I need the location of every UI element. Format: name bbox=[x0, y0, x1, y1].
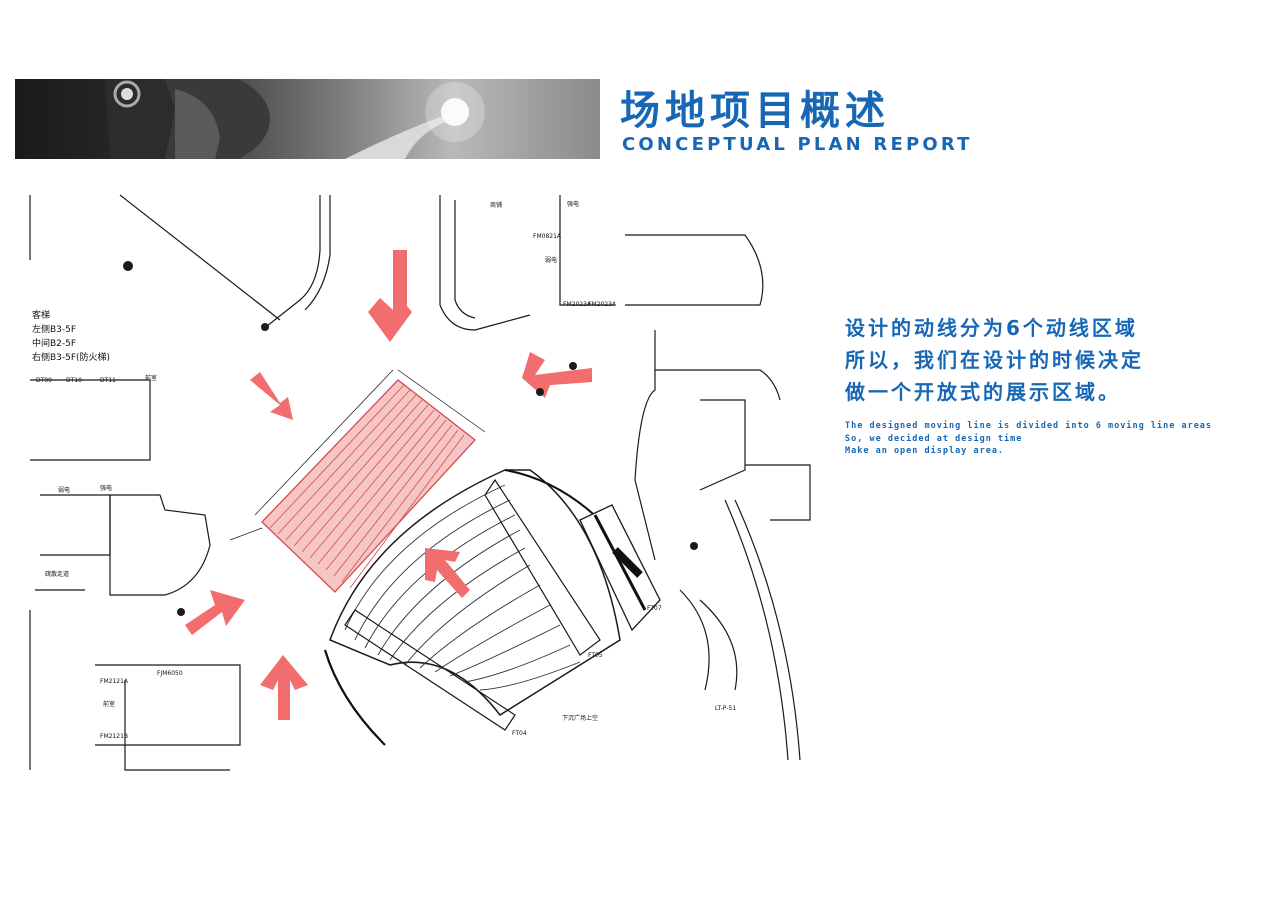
arrow-up-left-icon bbox=[185, 590, 245, 635]
ft07-label: FT07 bbox=[647, 605, 662, 612]
front-room-label: 前室 bbox=[145, 374, 157, 382]
plaza-void-label: 下沉广场上空 bbox=[562, 714, 598, 722]
page-subtitle: CONCEPTUAL PLAN REPORT bbox=[622, 134, 973, 155]
elevator-left: 左侧B3-5F bbox=[32, 323, 76, 335]
description-en-line: So, we decided at design time bbox=[845, 433, 1023, 444]
strong-power-label: 强电 bbox=[567, 200, 579, 208]
description-en-line: The designed moving line is divided into… bbox=[845, 421, 1213, 431]
description-en-line: Make an open display area. bbox=[845, 446, 1005, 456]
elevator-middle: 中间B2-5F bbox=[32, 337, 76, 349]
arrow-up-icon bbox=[260, 655, 308, 720]
ft05-label: FT05 bbox=[588, 652, 603, 659]
wall-lines bbox=[29, 194, 811, 771]
fm2023a-label-1: FM2023A bbox=[563, 301, 592, 308]
dt11-label: DT11 bbox=[100, 377, 116, 384]
strong-power-left-label: 强电 bbox=[100, 484, 112, 492]
robot-hand-illustration bbox=[105, 79, 485, 159]
front-room-label-2: 前室 bbox=[103, 700, 115, 708]
description-cn-line: 设计的动线分为6个动线区域 bbox=[845, 316, 1138, 340]
arrow-down-icon bbox=[368, 250, 412, 342]
arrow-diag-icon bbox=[250, 372, 293, 420]
fjm6050-label: FJM6050 bbox=[157, 670, 183, 677]
dt09-label: DT09 bbox=[36, 377, 52, 384]
shop-label: 商铺 bbox=[490, 201, 502, 209]
dt10-label: DT10 bbox=[66, 377, 82, 384]
elevator-title: 客梯 bbox=[32, 309, 50, 321]
fm0821a-label: FM0821A bbox=[533, 233, 562, 240]
fm2023a-label-2: FM2023A bbox=[588, 301, 617, 308]
floor-plan: 客梯 左侧B3-5F 中间B2-5F 右侧B3-5F(防火梯) DT09 DT1… bbox=[29, 194, 811, 771]
ft04-label: FT04 bbox=[512, 730, 527, 737]
weak-power-label: 弱电 bbox=[545, 256, 557, 264]
elevator-right: 右侧B3-5F(防火梯) bbox=[32, 351, 110, 363]
column-markers bbox=[123, 261, 698, 616]
header-banner-image bbox=[15, 79, 600, 159]
arrow-stage-icon bbox=[425, 548, 470, 598]
description-cn-line: 所以，我们在设计的时候决定 bbox=[845, 348, 1144, 372]
flow-arrows bbox=[185, 250, 592, 720]
weak-power-left-label: 弱电 bbox=[58, 486, 70, 494]
description-block: 设计的动线分为6个动线区域 所以，我们在设计的时候决定 做一个开放式的展示区域。… bbox=[845, 312, 1212, 458]
description-cn-line: 做一个开放式的展示区域。 bbox=[845, 380, 1121, 404]
fm2121a-label: FM2121A bbox=[100, 678, 129, 685]
arrow-left-icon bbox=[522, 352, 592, 398]
ltp51-label: LT-P-51 bbox=[715, 705, 736, 712]
evac-corridor-label: 疏散走道 bbox=[45, 570, 69, 578]
page-title: 场地项目概述 bbox=[620, 88, 890, 134]
stage-area bbox=[229, 369, 486, 593]
fm2121b-label: FM2121B bbox=[100, 733, 128, 740]
escalator bbox=[579, 504, 661, 632]
